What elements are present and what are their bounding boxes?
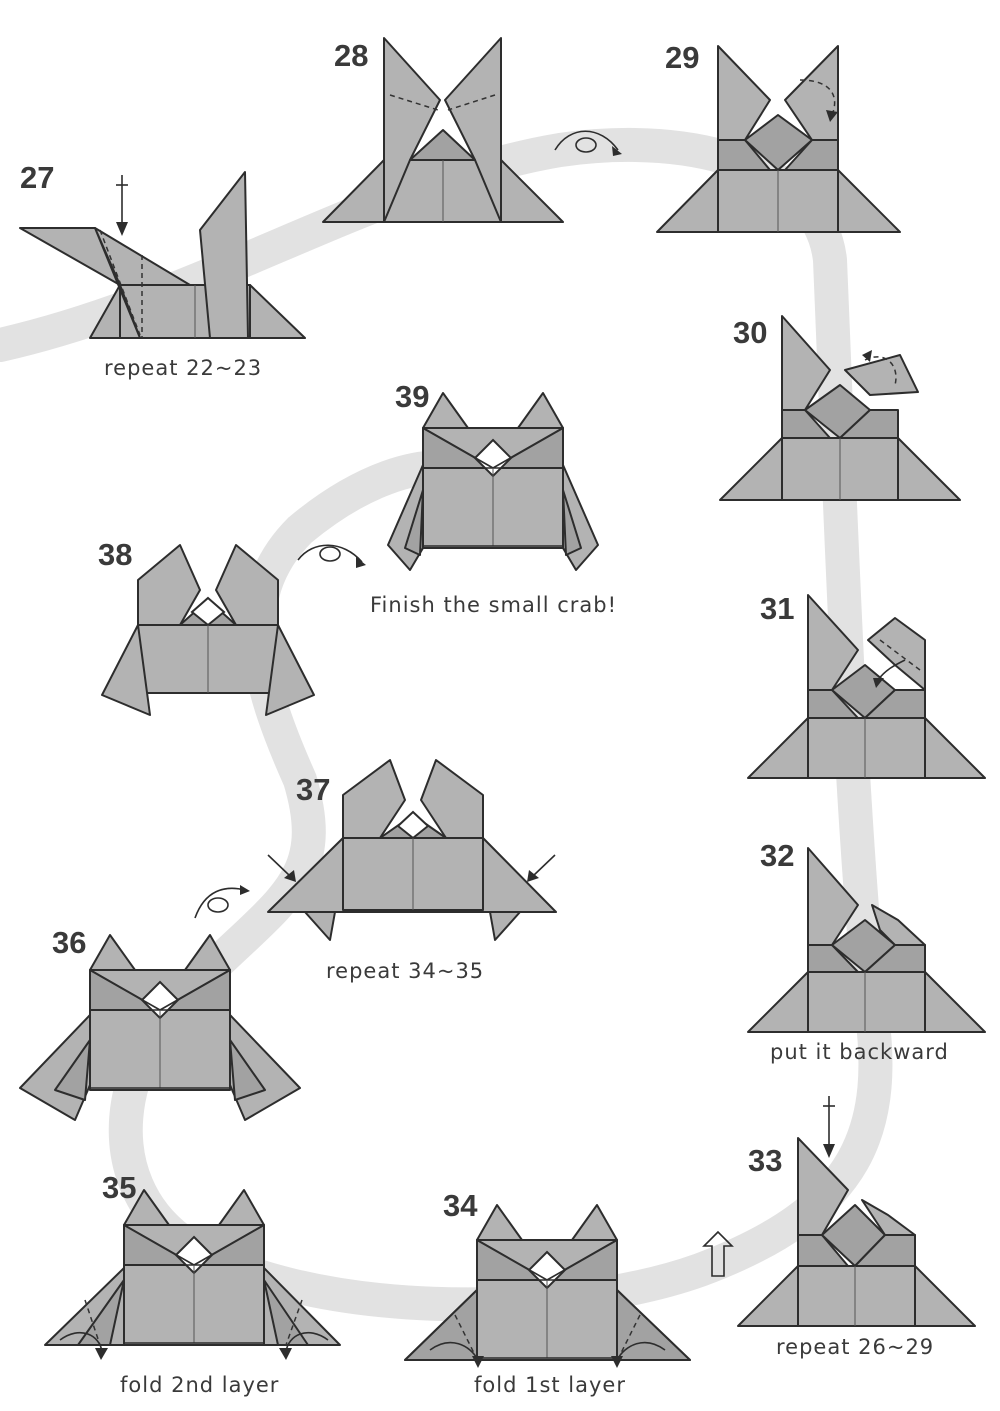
- step-32-caption: put it backward: [770, 1040, 949, 1064]
- step-29-number: 29: [665, 40, 699, 75]
- step-27-caption: repeat 22~23: [104, 356, 262, 380]
- step-28: 28: [322, 37, 564, 223]
- step-39-caption: Finish the small crab!: [370, 593, 617, 617]
- step-28-number: 28: [334, 38, 368, 73]
- step-39: 39 Finish the small crab!: [370, 379, 617, 617]
- step-37: 37 repeat 34~35: [267, 759, 557, 983]
- step-38-number: 38: [98, 537, 132, 572]
- step-32: 32 put it backward: [747, 838, 986, 1064]
- step-36-number: 36: [52, 925, 86, 960]
- step-29: 29: [656, 40, 901, 233]
- step-27: 27 repeat 22~23: [19, 160, 306, 380]
- step-31: 31: [747, 591, 986, 779]
- step-37-number: 37: [296, 772, 330, 807]
- turn-over-arrow-icon: [194, 885, 250, 919]
- step-30: 30: [719, 315, 961, 501]
- turn-over-arrow-icon: [554, 130, 622, 156]
- step-38: 38: [98, 537, 315, 716]
- turn-over-arrow-icon: [297, 544, 366, 568]
- step-27-number: 27: [20, 160, 54, 195]
- step-35-caption: fold 2nd layer: [120, 1373, 279, 1397]
- step-39-number: 39: [395, 379, 429, 414]
- step-35-number: 35: [102, 1170, 136, 1205]
- step-36: 36: [19, 925, 301, 1121]
- step-30-number: 30: [733, 315, 767, 350]
- step-34-number: 34: [443, 1188, 478, 1223]
- step-33: 33 repeat 26~29: [737, 1096, 976, 1359]
- step-35: 35 fold 2nd layer: [44, 1170, 341, 1397]
- step-31-number: 31: [760, 591, 794, 626]
- step-33-caption: repeat 26~29: [776, 1335, 934, 1359]
- step-34: 34 fold 1st layer: [404, 1188, 691, 1397]
- step-32-number: 32: [760, 838, 794, 873]
- step-33-number: 33: [748, 1143, 782, 1178]
- path-band: [0, 127, 893, 1322]
- step-37-caption: repeat 34~35: [326, 959, 484, 983]
- push-arrow-icon: [702, 1230, 734, 1277]
- step-34-caption: fold 1st layer: [474, 1373, 626, 1397]
